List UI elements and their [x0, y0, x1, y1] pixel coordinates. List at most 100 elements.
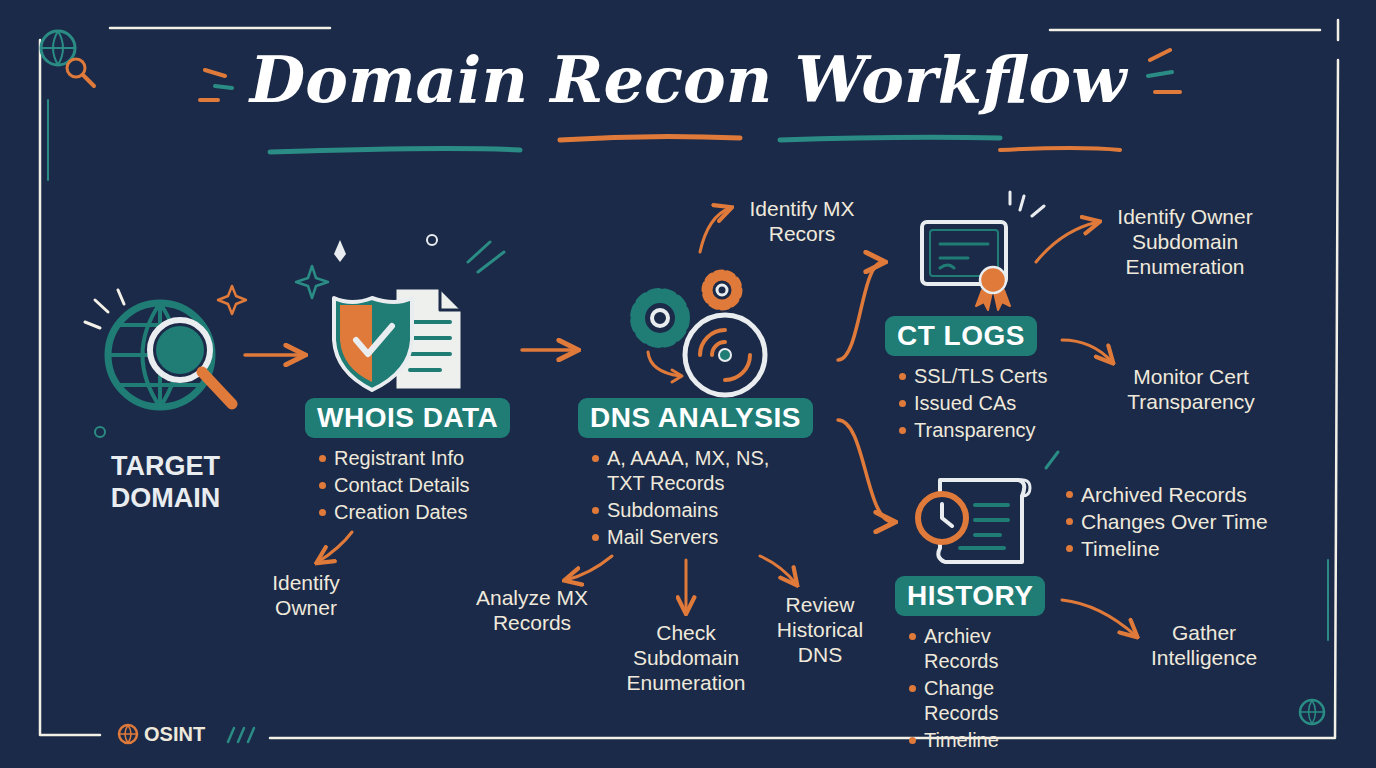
gear-icon [717, 285, 727, 295]
label-text: Review Historical DNS [777, 593, 863, 666]
stage-node: DNS ANALYSISA, AAAA, MX, NS, TXT Records… [578, 262, 836, 550]
spark [427, 235, 437, 245]
sparkle [334, 240, 346, 262]
label-text: OSINT [144, 723, 205, 745]
bullet-text: Issued CAs [914, 391, 1016, 416]
disc-icon [700, 330, 750, 380]
decor-slash [228, 728, 254, 742]
gear-icon [709, 277, 735, 303]
label-text: Analyze MX Records [476, 586, 588, 634]
label-text: Gather Intelligence [1151, 621, 1257, 669]
note-label: Identify Owner Subdomain Enumeration [1104, 204, 1266, 280]
note-label: Check Subdomain Enumeration [616, 620, 756, 696]
flow-arrow [245, 353, 303, 357]
label-text: Monitor Cert Transparency [1127, 365, 1255, 413]
magnifier-icon [156, 326, 204, 374]
bullet-item: Change Records [909, 676, 1067, 726]
bullet-item: Contact Details [319, 473, 470, 498]
shield-icon [334, 298, 412, 390]
target-node: TARGET DOMAIN [88, 300, 243, 515]
scroll-icon [1018, 480, 1030, 496]
note-label: Identify MX Recors [732, 196, 872, 246]
gear-icon [636, 294, 684, 342]
bullet-item: Transparency [899, 418, 1036, 443]
leader-arrow [1036, 222, 1098, 262]
bullet-dot [899, 427, 906, 434]
note-label: OSINT [144, 722, 224, 746]
sparkle [296, 266, 328, 298]
bullet-text: Creation Dates [334, 500, 467, 525]
stage-node: CT LOGS SSL/TLS CertsIssued CAsTransparen… [885, 210, 1057, 443]
globe-icon [1300, 700, 1324, 724]
title-underline [780, 137, 1000, 140]
bullet-item: Creation Dates [319, 500, 467, 525]
bullet-dot [899, 400, 906, 407]
clock-icon [942, 504, 952, 526]
gear-icon [652, 310, 668, 326]
bullet-dot [899, 373, 906, 380]
note-label: Gather Intelligence [1136, 620, 1272, 670]
clock-icon [918, 494, 966, 542]
bullet-item: Registrant Info [319, 446, 464, 471]
check-mark [356, 326, 392, 354]
bullet-item: Changes Over Time [1066, 509, 1286, 534]
label-text: Timeline [1081, 536, 1160, 561]
bullet-item: Timeline [909, 728, 999, 753]
gear-icon [706, 274, 738, 306]
bullet-dot [319, 482, 326, 489]
spark [85, 290, 124, 328]
title: Domain Recon Workflow [0, 42, 1376, 117]
bullet-dot [592, 507, 599, 514]
magnifier-handle [202, 372, 232, 404]
leader-arrow [685, 560, 688, 612]
gear-icon [640, 298, 680, 338]
label-text: Archived Records [1081, 482, 1247, 507]
bullet-dot [909, 685, 916, 692]
spark [95, 427, 105, 437]
stage-heading: HISTORY [895, 576, 1045, 616]
note-label: Identify Owner [250, 570, 362, 620]
document-icon [440, 288, 462, 310]
bullet-item: SSL/TLS Certs [899, 364, 1047, 389]
globe-icon [1300, 700, 1324, 724]
document-icon [410, 322, 450, 370]
cycle-arrow [672, 370, 682, 382]
spark [1010, 192, 1044, 216]
bullet-text: Archiev Records [924, 624, 1067, 674]
bullet-text: SSL/TLS Certs [914, 364, 1047, 389]
note-label: Monitor Cert Transparency [1110, 364, 1272, 414]
disc-icon [719, 349, 731, 361]
bullet-dot [909, 633, 916, 640]
bullet-item: A, AAAA, MX, NS, TXT Records [592, 446, 777, 496]
stage-node: HISTORY Archiev RecordsChange RecordsTime… [895, 466, 1067, 753]
node-title: TARGET DOMAIN [88, 450, 243, 515]
label-text: Identify MX Recors [749, 197, 854, 245]
bullet-dot [592, 534, 599, 541]
bullet-text: A, AAAA, MX, NS, TXT Records [607, 446, 777, 496]
bullet-item: Archiev Records [909, 624, 1067, 674]
bullet-item: Mail Servers [592, 525, 718, 550]
bullet-item: Subdomains [592, 498, 718, 523]
title-underline [1000, 148, 1120, 150]
bullet-text: Transparency [914, 418, 1036, 443]
spark [1046, 452, 1058, 468]
leader-arrow [1062, 600, 1136, 636]
leader-arrow [566, 556, 612, 580]
leader-arrow [700, 208, 730, 252]
bullet-dot [1066, 491, 1073, 498]
flow-arrow [838, 262, 883, 360]
globe-icon [108, 303, 212, 407]
globe-icon [108, 303, 212, 407]
bullet-dot [319, 509, 326, 516]
bullet-text: Mail Servers [607, 525, 718, 550]
frame-accent [48, 100, 1328, 640]
leader-arrow [760, 556, 796, 584]
globe-icon [119, 725, 137, 743]
bullet-dot [592, 455, 599, 462]
magnifier-icon [83, 75, 94, 86]
stage-heading: CT LOGS [885, 316, 1037, 356]
stage-heading: WHOIS DATA [305, 398, 510, 438]
sparkle [218, 286, 246, 314]
title-underline [560, 136, 740, 140]
